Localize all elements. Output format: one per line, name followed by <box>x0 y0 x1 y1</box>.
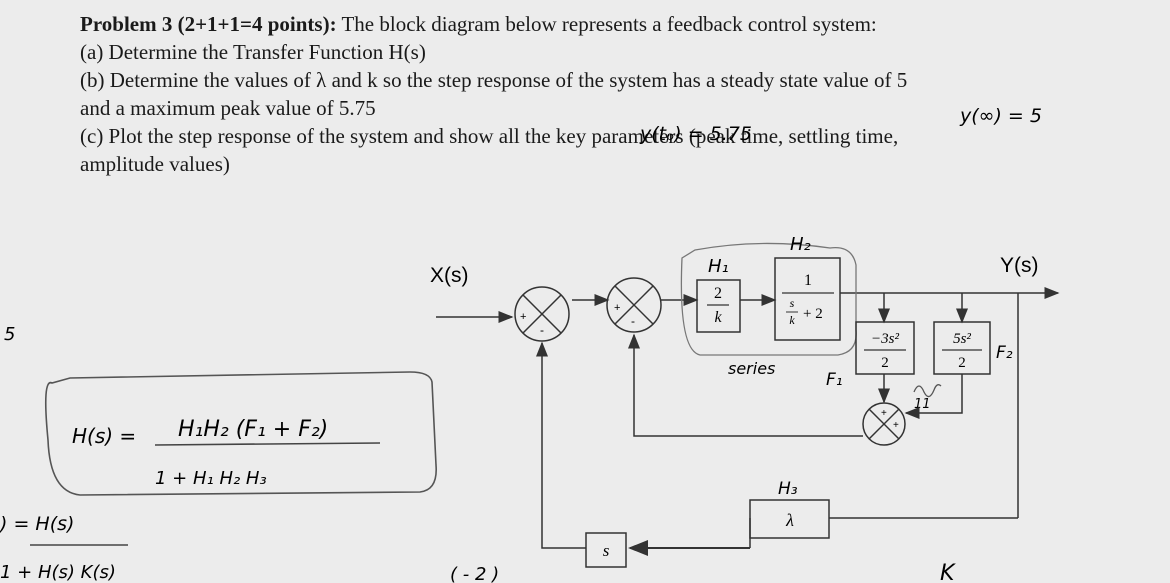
input-label: X(s) <box>430 264 469 287</box>
note-bottom-paren: ( - 2 ) <box>450 564 499 583</box>
sum1-plus-sign: + <box>520 311 526 323</box>
sum1-minus-sign: - <box>540 323 544 337</box>
problem-intro: The block diagram below represents a fee… <box>336 12 877 36</box>
block-h2: 1 s k + 2 <box>774 257 841 341</box>
block-lambda: λ <box>749 499 830 539</box>
f1-denominator: 2 <box>881 355 889 371</box>
closed-loop-lhs: ) = H(s) <box>0 513 74 535</box>
hs-denominator: 1 + H₁ H₂ H₃ <box>155 468 267 489</box>
note-h2: H₂ <box>790 234 811 255</box>
block-h1: 2 k <box>696 279 741 333</box>
part-c-continued: amplitude values) <box>80 152 230 176</box>
part-c: (c) Plot the step response of the system… <box>80 124 899 148</box>
h1-denominator: k <box>714 309 722 326</box>
lambda-value: λ <box>785 510 794 530</box>
summing-junction-2: + - <box>606 277 662 333</box>
note-h1: H₁ <box>708 256 729 277</box>
h2-numerator: 1 <box>804 272 812 289</box>
series-grouping <box>680 242 857 356</box>
note-h3: H₃ <box>778 479 798 499</box>
note-margin-5: 5 <box>4 324 15 345</box>
block-s: s <box>585 532 627 568</box>
output-label: Y(s) <box>1000 254 1039 277</box>
part-a: (a) Determine the Transfer Function H(s) <box>80 40 426 64</box>
summing-junction-3: + + <box>862 402 906 446</box>
h2-den-s: s <box>790 296 795 310</box>
part-b: (b) Determine the values of λ and k so t… <box>80 68 908 92</box>
wire-f2-sum3 <box>904 374 963 419</box>
hs-fraction-bar <box>154 442 381 446</box>
s-block-value: s <box>603 541 610 560</box>
sum2-plus-sign: + <box>614 302 620 314</box>
sum3-plus-right: + <box>893 420 899 431</box>
note-f1: F₁ <box>826 370 843 390</box>
problem-title: Problem 3 (2+1+1=4 points): <box>80 12 337 36</box>
sum3-plus-top: + <box>881 408 887 419</box>
summing-junction-1: + - <box>514 286 570 342</box>
f2-numerator: 5s² <box>953 331 971 347</box>
f2-denominator: 2 <box>958 355 966 371</box>
note-eleven: 11 <box>914 397 931 412</box>
problem-statement: Problem 3 (2+1+1=4 points): The block di… <box>80 10 1150 178</box>
hs-numerator: H₁H₂ (F₁ + F₂) <box>178 417 328 442</box>
hs-lhs: H(s) = <box>72 424 136 448</box>
h2-den-plus: + 2 <box>803 306 823 322</box>
note-yinf: y(∞) = 5 <box>959 105 1042 127</box>
sum2-minus-sign: - <box>631 314 635 328</box>
note-series: series <box>728 359 775 378</box>
wire-outer-feedback <box>536 341 586 549</box>
hs-answer-box <box>44 371 437 496</box>
h2-den-k: k <box>789 313 795 327</box>
note-ytp: y(tₚ) = 5.75 <box>639 123 752 145</box>
problem-header: Problem 3 (2+1+1=4 points): The block di… <box>80 10 1150 38</box>
h1-numerator: 2 <box>714 285 722 302</box>
closed-loop-denominator: 1 + H(s) K(s) <box>0 562 116 583</box>
block-f2: 5s² 2 <box>933 321 991 375</box>
note-bottom-k: K <box>940 561 956 583</box>
note-f2: F₂ <box>996 343 1013 363</box>
part-b-continued: and a maximum peak value of 5.75 <box>80 96 376 120</box>
block-f1: −3s² 2 <box>855 321 915 375</box>
wire-inner-feedback <box>628 333 863 437</box>
f1-numerator: −3s² <box>871 331 899 347</box>
handwritten-scribble <box>913 384 942 398</box>
